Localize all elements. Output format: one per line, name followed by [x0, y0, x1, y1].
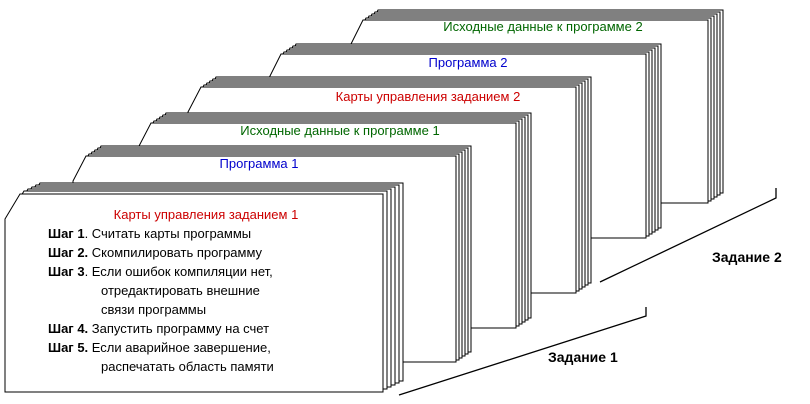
step-2: Шаг 2. Скомпилировать программу — [48, 245, 263, 260]
step-3-cont-2: связи программы — [101, 302, 206, 317]
job1-control-title: Карты управления заданием 1 — [114, 207, 299, 222]
step-5-cont: распечатать область памяти — [101, 359, 274, 374]
job2-control-title: Карты управления заданием 2 — [336, 89, 521, 104]
job2-bracket — [599, 188, 777, 283]
job1-bracket — [398, 307, 647, 396]
step-3: Шаг 3. Если ошибок компиляции нет, — [48, 264, 273, 279]
job1-control-card — [4, 193, 384, 393]
step-3-cont-1: отредактировать внешние — [101, 283, 260, 298]
card-stack-job1-control: Карты управления заданием 1 Шаг 1. Счита… — [4, 182, 404, 393]
job2-program-title: Программа 2 — [429, 55, 508, 70]
job1-program-title: Программа 1 — [220, 156, 299, 171]
job2-data-title: Исходные данные к программе 2 — [443, 19, 642, 34]
step-4: Шаг 4. Запустить программу на счет — [48, 321, 269, 336]
step-5: Шаг 5. Если аварийное завершение, — [48, 340, 271, 355]
job1-label: Задание 1 — [548, 349, 618, 365]
job1-data-title: Исходные данные к программе 1 — [240, 123, 439, 138]
step-1: Шаг 1. Считать карты программы — [48, 226, 251, 241]
job2-label: Задание 2 — [712, 249, 782, 265]
